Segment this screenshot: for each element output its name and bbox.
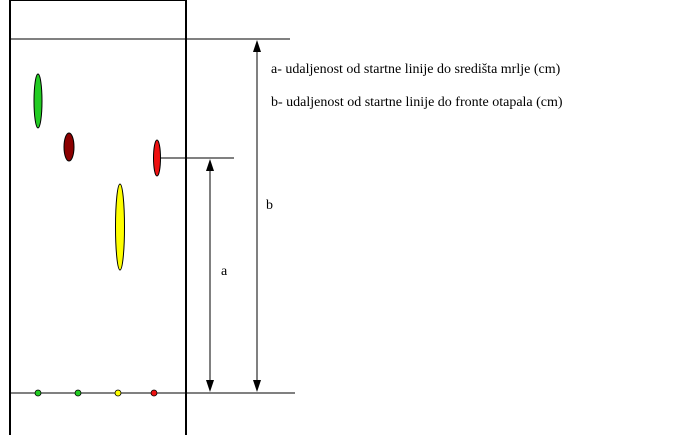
green-spot — [33, 73, 43, 129]
legend-b: b- udaljenost od startne linije do front… — [271, 95, 563, 110]
dimension-a-label: a — [221, 264, 228, 279]
start-spot-yellow — [114, 389, 122, 397]
legend-a: a- udaljenost od startne linije do sredi… — [271, 62, 561, 77]
start-spot-red — [150, 389, 158, 397]
yellow-spot — [115, 183, 125, 271]
dimension-b-arrow — [253, 40, 261, 392]
start-spot-green-1 — [34, 389, 42, 397]
start-spot-green-2 — [74, 389, 82, 397]
red-spot — [153, 139, 161, 177]
dimension-a-arrow — [206, 159, 214, 392]
dimension-b-label: b — [266, 198, 273, 213]
dark-red-spot — [63, 132, 75, 162]
tlc-plate — [9, 0, 187, 435]
